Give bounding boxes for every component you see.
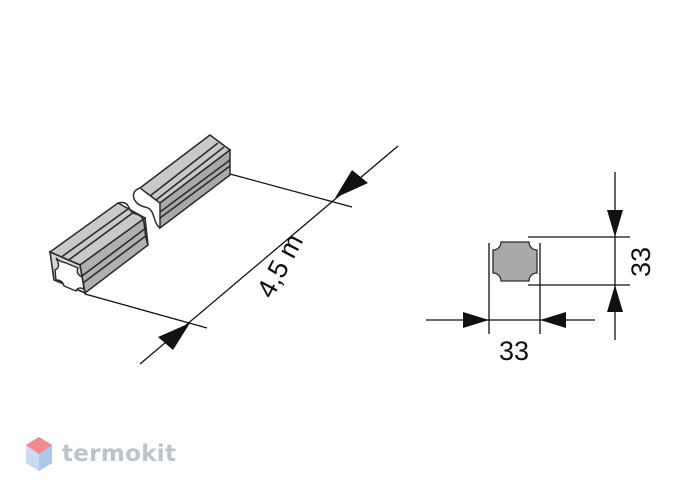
cross-section-shape <box>492 241 538 282</box>
width-arrow-right <box>540 312 566 328</box>
hexagon-logo-icon <box>26 437 52 471</box>
rail-profile <box>48 134 232 295</box>
rail-near-segment <box>48 201 149 295</box>
width-dimension: 33 <box>426 243 595 366</box>
height-arrow-top <box>607 210 623 237</box>
height-label: 33 <box>626 247 656 277</box>
height-arrow-bottom <box>607 285 623 312</box>
width-arrow-left <box>463 312 489 328</box>
brand-watermark: termokit <box>24 436 176 472</box>
rail-far-segment <box>132 134 232 230</box>
length-label: 4,5 m <box>251 229 309 303</box>
brand-name: termokit <box>62 441 177 467</box>
width-label: 33 <box>499 336 529 366</box>
height-dimension: 33 <box>528 172 656 340</box>
length-arrow-top <box>335 170 368 198</box>
cross-section <box>492 237 538 285</box>
length-arrow-bottom <box>158 323 190 350</box>
